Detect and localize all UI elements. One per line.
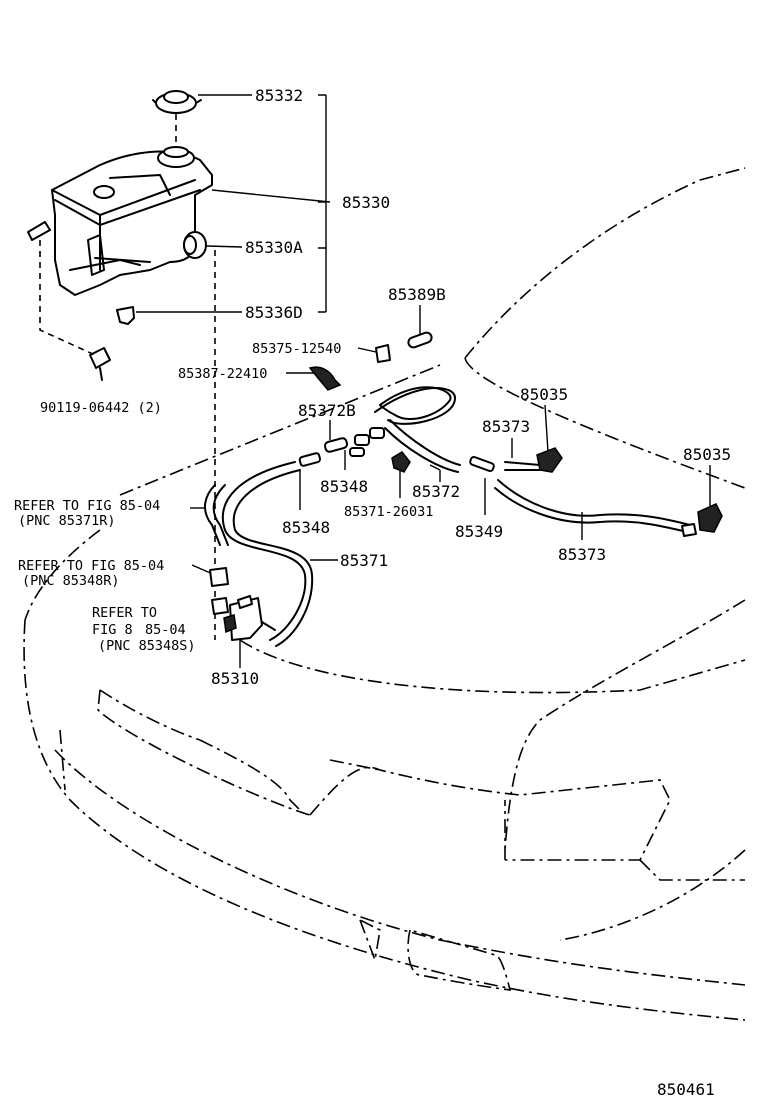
label-85373-b: 85373 [558,545,606,564]
label-85372: 85372 [412,482,460,501]
clip-85336d [116,306,135,325]
part-labels: 85332 85330 85330A 85336D 90119-06442 (2… [40,86,731,688]
washer-tank [27,146,213,296]
label-85035-a: 85035 [520,385,568,404]
ref3-line1: REFER TO [92,605,157,621]
ref3-line2: FIG 8 [92,622,133,638]
ref1-line2: (PNC 85371R) [18,513,116,529]
figure-number: 850461 [657,1080,715,1099]
reservoir-cap [152,90,202,114]
leaders [136,94,711,668]
label-85372b: 85372B [298,401,356,420]
label-85330a: 85330A [245,238,303,257]
label-85336d: 85336D [245,303,303,322]
bolt-90119 [89,347,111,381]
label-85330: 85330 [342,193,390,212]
label-85348-b: 85348 [282,518,330,537]
label-85348-a: 85348 [320,477,368,496]
ref2-line1: REFER TO FIG 85-04 [18,558,164,574]
label-90119: 90119-06442 (2) [40,400,162,416]
label-85349: 85349 [455,522,503,541]
washer-pump [223,595,276,641]
label-85375: 85375-12540 [252,341,341,357]
label-85373-a: 85373 [482,417,530,436]
reference-notes: REFER TO FIG 85-04 (PNC 85371R) REFER TO… [14,498,196,654]
label-85389b: 85389B [388,285,446,304]
ref3-line3: (PNC 85348S) [98,638,196,654]
ref1-line1: REFER TO FIG 85-04 [14,498,160,514]
ref3-line2b: 85-04 [145,622,186,638]
ref2-line2: (PNC 85348R) [22,573,120,589]
label-85310: 85310 [211,669,259,688]
label-85371: 85371 [340,551,388,570]
label-85332: 85332 [255,86,303,105]
label-85035-b: 85035 [683,445,731,464]
hoses [204,386,691,647]
grommet-85330a [183,231,207,259]
car-body-outline [23,167,746,1021]
label-85387: 85387-22410 [178,366,267,382]
fittings [209,331,723,615]
label-85371-26031: 85371-26031 [344,504,433,520]
